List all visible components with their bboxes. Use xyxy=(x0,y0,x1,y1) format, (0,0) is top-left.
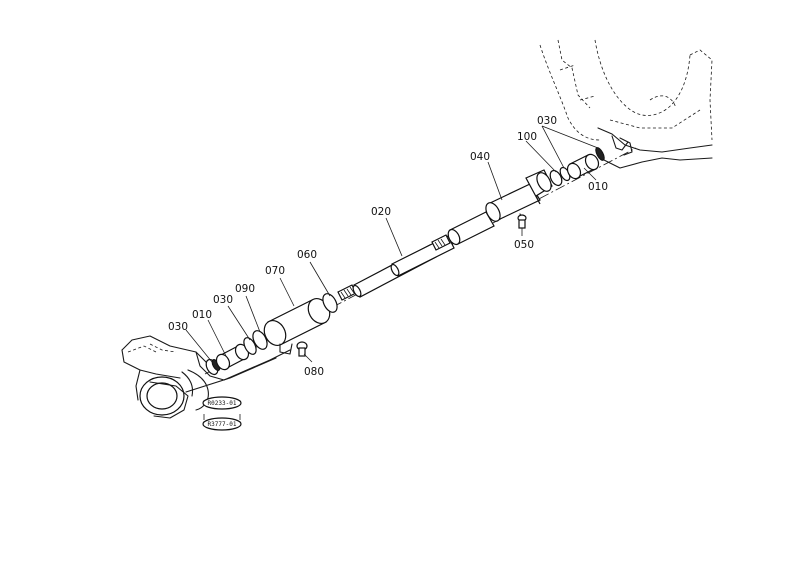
leader-lines xyxy=(185,125,599,363)
bolt-080 xyxy=(296,341,308,357)
o-ring-060 xyxy=(322,293,338,313)
label-100: 100 xyxy=(517,131,537,143)
label-030-right: 030 xyxy=(537,115,557,127)
label-080: 080 xyxy=(304,366,324,378)
label-090: 090 xyxy=(235,283,255,295)
o-ring-100 xyxy=(549,169,563,187)
label-070: 070 xyxy=(265,265,285,277)
ref-code-top: R0233-01 xyxy=(208,400,237,407)
label-020: 020 xyxy=(371,206,391,218)
bolt-050 xyxy=(517,214,527,229)
label-030-mid: 030 xyxy=(213,294,233,306)
snap-ring-2 xyxy=(243,337,257,355)
shaft-spline-right xyxy=(431,234,451,251)
label-060: 060 xyxy=(297,249,317,261)
shaft-cover-040 xyxy=(447,169,553,246)
label-010-right: 010 xyxy=(588,181,608,193)
transmission-housing xyxy=(539,39,713,169)
label-050: 050 xyxy=(514,239,534,251)
ref-code-bottom: R3777-01 xyxy=(208,421,237,428)
reference-codes: R0233-01 R3777-01 xyxy=(202,396,242,431)
label-040: 040 xyxy=(470,151,490,163)
snap-ring-left xyxy=(205,358,221,376)
bearing-right xyxy=(566,153,600,180)
sleeve-070 xyxy=(263,297,331,355)
label-030-left: 030 xyxy=(168,321,188,333)
label-010-left: 010 xyxy=(192,309,212,321)
front-axle-housing xyxy=(121,335,291,419)
